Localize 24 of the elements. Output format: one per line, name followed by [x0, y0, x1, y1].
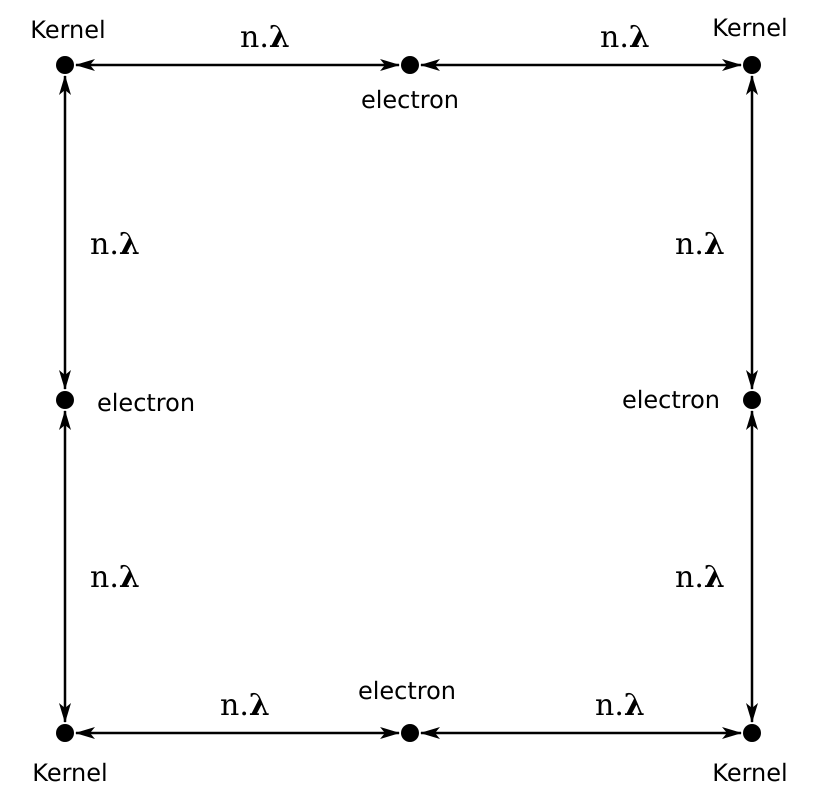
double-arrow: [746, 410, 758, 723]
edge-label: n.λ: [90, 563, 140, 593]
point-label: Kernel: [32, 761, 108, 785]
edge-label: n.λ: [595, 691, 645, 721]
edge-label: n.λ: [675, 563, 725, 593]
point-label: electron: [358, 679, 456, 703]
point-label: Kernel: [30, 18, 106, 42]
edge-label: n.λ: [220, 691, 270, 721]
point-label: electron: [97, 391, 196, 415]
point-label: Kernel: [712, 16, 788, 40]
edge-label: n.λ: [240, 23, 290, 53]
double-arrow: [59, 75, 71, 390]
edge-label: n.λ: [675, 230, 725, 260]
double-arrow: [746, 75, 758, 390]
double-arrow: [420, 727, 742, 739]
double-arrow: [59, 410, 71, 723]
double-arrow: [420, 59, 742, 71]
point-label: electron: [360, 88, 460, 112]
double-arrow: [75, 59, 400, 71]
edge-label: n.λ: [600, 23, 650, 53]
point-label: electron: [622, 388, 720, 412]
double-arrow: [75, 727, 400, 739]
point-label: Kernel: [712, 761, 788, 785]
edge-label: n.λ: [90, 230, 140, 260]
